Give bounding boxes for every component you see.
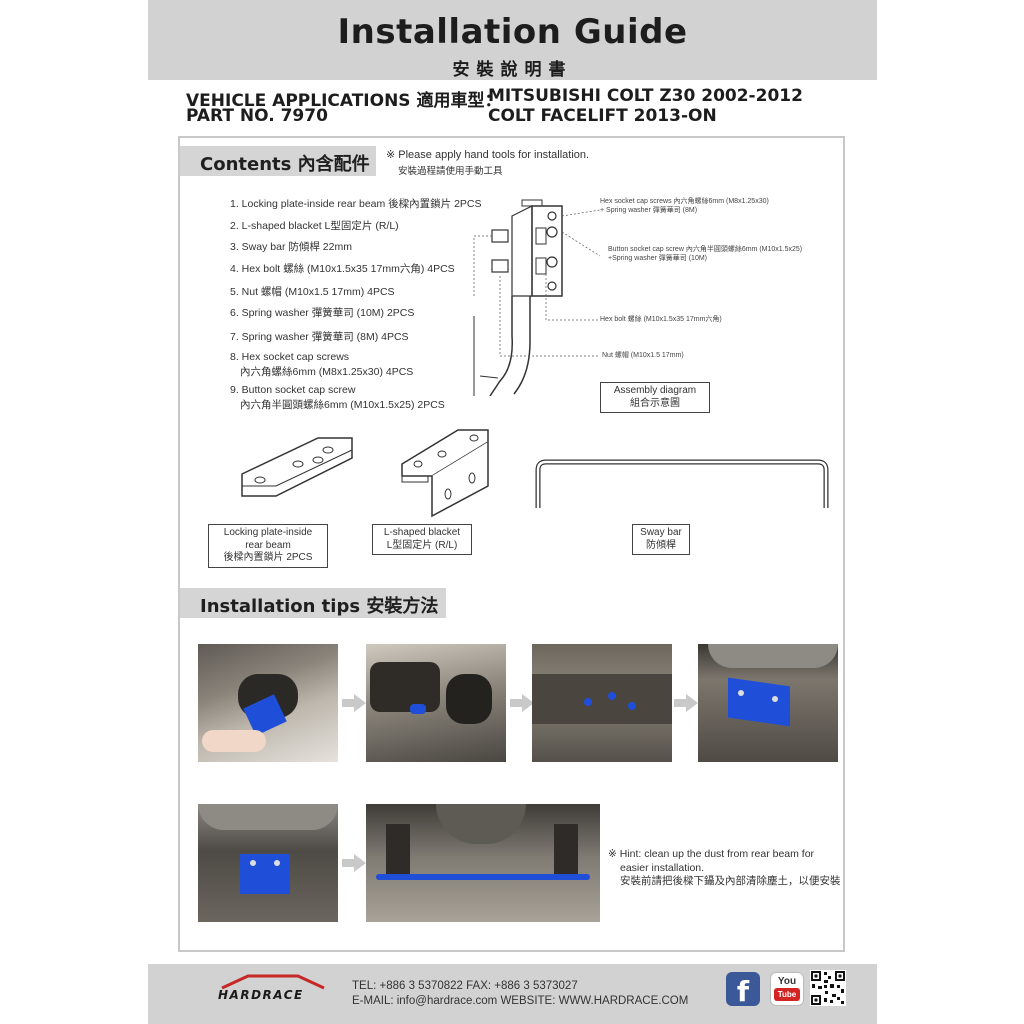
qr-code-icon[interactable] [810,970,846,1006]
footer-contact-web: E-MAIL: info@hardrace.com WEBSITE: WWW.H… [352,995,689,1007]
contents-item: 4. Hex bolt 螺絲 (M10x1.5x35 17mm六角) 4PCS [230,263,455,275]
assembly-label-en: Assembly diagram [613,385,697,396]
callout-hex-socket-line2: + Spring washer 彈簧華司 (8M) [600,206,698,214]
sway-bar-label-line2: 防傾桿 [646,539,676,551]
step-photo-4 [698,644,838,762]
contents-item-line2: 內六角螺絲6mm (M8x1.25x30) 4PCS [240,366,414,378]
step-photo-1 [198,644,338,762]
hint-line1: ※ Hint: clean up the dust from rear beam… [608,848,815,860]
contents-item-line1: 8. Hex socket cap screws [230,351,350,363]
youtube-icon[interactable]: You Tube [770,972,804,1006]
header-band: Installation Guide 安裝說明書 [148,0,877,80]
contents-item: 9. Button socket cap screw 內六角半圓頭螺絲6mm (… [230,384,445,412]
step-photo-2 [366,644,506,762]
locking-plate-label: Locking plate-inside rear beam 後樑內置鎖片 2P… [208,524,328,568]
sway-bar-label-line1: Sway bar [640,527,682,538]
contents-item: 5. Nut 螺帽 (M10x1.5 17mm) 4PCS [230,286,395,298]
l-bracket-illustration [401,429,489,518]
locking-plate-label-line3: 後樑內置鎖片 2PCS [223,552,313,563]
page-subtitle: 安裝說明書 [452,60,573,80]
assembly-diagram [473,199,601,396]
hint-line2: easier installation. [620,861,705,874]
contents-item: 1. Locking plate-inside rear beam 後樑內置鎖片… [230,198,482,210]
content-frame: Contents 內含配件 ※ Please apply hand tools … [178,136,845,952]
step-arrow-icon [342,854,366,872]
youtube-top-text: You [777,976,797,987]
step-arrow-icon [342,694,366,712]
hand-tools-note-en: ※ Please apply hand tools for installati… [386,149,590,161]
contents-item: 6. Spring washer 彈簧華司 (10M) 2PCS [230,307,415,319]
locking-plate-illustration [241,437,353,497]
guide-page: Installation Guide 安裝說明書 VEHICLE APPLICA… [148,0,877,1024]
vehicle-model-line1: MITSUBISHI COLT Z30 2002-2012 [488,86,803,106]
locking-plate-label-line1: Locking plate-inside [223,527,313,538]
footer-contact-phone: TEL: +886 3 5370822 FAX: +886 3 5373027 [352,980,578,992]
callout-hex-socket-line1: Hex socket cap screws 內六角螺絲6mm (M8x1.25x… [600,198,769,205]
l-bracket-label: L-shaped blacket L型固定片 (R/L) [372,524,472,555]
l-bracket-label-line1: L-shaped blacket [383,527,461,538]
vehicle-applications-label: VEHICLE APPLICATIONS 適用車型： [186,91,502,111]
assembly-diagram-label: Assembly diagram 組合示意圖 [600,382,710,413]
sway-bar-label: Sway bar 防傾桿 [632,524,690,555]
assembly-label-zh: 組合示意圖 [630,397,680,409]
hand-tools-note: ※ Please apply hand tools for installati… [386,148,589,177]
step-photo-3 [532,644,672,762]
vehicle-model-line2: COLT FACELIFT 2013-ON [488,106,717,126]
installation-tips-heading: Installation tips 安裝方法 [180,588,446,618]
hardrace-logo-icon [221,974,325,990]
locking-plate-label-line2: rear beam [245,539,291,551]
l-bracket-label-line2: L型固定片 (R/L) [386,539,458,551]
callout-button-socket-line2: +Spring washer 彈簧華司 (10M) [608,254,708,262]
installation-hint: ※ Hint: clean up the dust from rear beam… [608,848,841,889]
callout-hex-bolt: Hex bolt 螺絲 (M10x1.5x35 17mm六角) [600,316,722,323]
callout-button-socket: Button socket cap screw 內六角半圓頭螺絲6mm (M10… [608,246,802,264]
callout-nut: Nut 螺帽 (M10x1.5 17mm) [602,352,684,359]
step-photo-5 [198,804,338,922]
sway-bar-illustration [535,459,829,508]
callout-button-socket-line1: Button socket cap screw 內六角半圓頭螺絲6mm (M10… [608,246,803,253]
contents-item: 2. L-shaped blacket L型固定片 (R/L) [230,220,399,232]
hand-tools-note-zh: 安裝過程請使用手動工具 [398,166,503,177]
contents-item-line1: 9. Button socket cap screw [230,384,356,396]
page-title: Installation Guide [337,12,688,52]
facebook-icon[interactable]: f [726,972,760,1008]
contents-item: 3. Sway bar 防傾桿 22mm [230,241,352,253]
contents-item: 7. Spring washer 彈簧華司 (8M) 4PCS [230,331,409,343]
contents-heading: Contents 內含配件 [180,146,376,176]
step-arrow-icon [674,694,698,712]
hint-line3: 安裝前請把後樑下鑷及內部清除塵土，以便安裝 [620,875,841,888]
callout-hex-socket: Hex socket cap screws 內六角螺絲6mm (M8x1.25x… [600,198,769,216]
brand-name: HARDRACE [218,988,304,1002]
step-arrow-icon [510,694,534,712]
step-photo-6 [366,804,600,922]
youtube-bottom-text: Tube [774,988,800,1001]
footer-band: HARDRACE TEL: +886 3 5370822 FAX: +886 3… [148,964,877,1024]
part-number: PART NO. 7970 [186,106,328,126]
contents-item-line2: 內六角半圓頭螺絲6mm (M10x1.5x25) 2PCS [240,399,445,411]
contents-item: 8. Hex socket cap screws 內六角螺絲6mm (M8x1.… [230,351,413,379]
